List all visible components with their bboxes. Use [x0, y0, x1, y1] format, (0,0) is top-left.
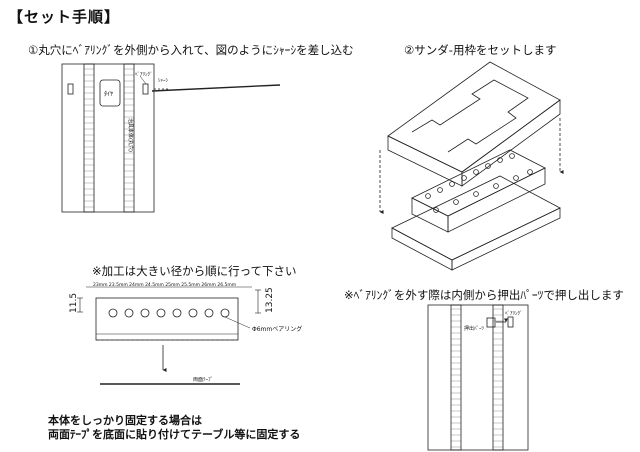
page-title: 【セット手順】 — [8, 8, 121, 26]
base-front — [391, 227, 453, 271]
sander-frame-cutout — [411, 79, 529, 153]
fixing-note-line1: 本体をしっかり固定する場合は — [48, 414, 202, 427]
chassis-plate — [151, 84, 281, 92]
sander-frame-front — [387, 135, 463, 187]
middle-block-front — [411, 197, 449, 233]
bearing-step4 — [507, 316, 514, 328]
tire-label: ﾀｲﾔ — [104, 91, 113, 98]
bearing-6mm-label: Φ6mmベアリング — [252, 325, 302, 333]
step3-side-view — [77, 286, 261, 385]
step1-jig-view — [61, 63, 281, 213]
middle-block-side — [447, 167, 546, 233]
base-side — [451, 207, 561, 271]
bearing-right — [142, 83, 149, 95]
tape-label: 両面ﾃｰﾌﾟ — [193, 376, 213, 383]
jig-block — [95, 297, 239, 341]
bearing-label-step4: ﾍﾞｱﾘﾝｸﾞ — [505, 310, 523, 317]
size-sequence-label: 23mm 23.5mm 24mm 24.5mm 25mm 25.5mm 26mm… — [93, 282, 236, 288]
jig-left-rail-step4 — [450, 304, 462, 451]
step4-heading: ※ﾍﾞｱﾘﾝｸﾞを外す際は内側から押出ﾊﾟｰﾂで押し出します — [344, 288, 624, 302]
jig-body-label: 治具本体(丸穴) — [127, 118, 134, 152]
jig-outline — [61, 63, 155, 213]
jig-left-rail — [83, 63, 95, 213]
pusher-label: 押出ﾊﾟｰﾂ — [464, 325, 485, 332]
pusher-part — [486, 317, 496, 328]
chassis-label: ｼｬｰｼ — [158, 78, 169, 84]
bearing-leader — [139, 75, 147, 85]
sander-frame-top — [387, 61, 561, 173]
jig-right-rail — [123, 63, 135, 213]
jig-outline-step4 — [427, 304, 529, 451]
bearing-left — [67, 83, 74, 95]
tire-slot — [99, 79, 121, 107]
bearing-label: ﾍﾞｱﾘﾝｸﾞ — [135, 71, 153, 78]
sander-frame-side — [461, 99, 561, 187]
step4-jig-view — [427, 304, 529, 451]
step2-heading: ②サンダ-用枠をセットします — [404, 43, 557, 57]
dimension-right: 13.25 — [265, 287, 275, 313]
step3-heading: ※加工は大きい径から順に行って下さい — [92, 264, 297, 278]
step2-iso-view — [379, 61, 564, 271]
jig-right-rail-step4 — [492, 304, 504, 451]
dimension-left: 11.5 — [69, 293, 79, 313]
step1-heading: ①丸穴にﾍﾞｱﾘﾝｸﾞを外側から入れて、図のようにｼｬｰｼを差し込む — [28, 43, 354, 57]
fixing-note-line2: 両面ﾃｰﾌﾟを底面に貼り付けてテーブル等に固定する — [48, 428, 301, 441]
